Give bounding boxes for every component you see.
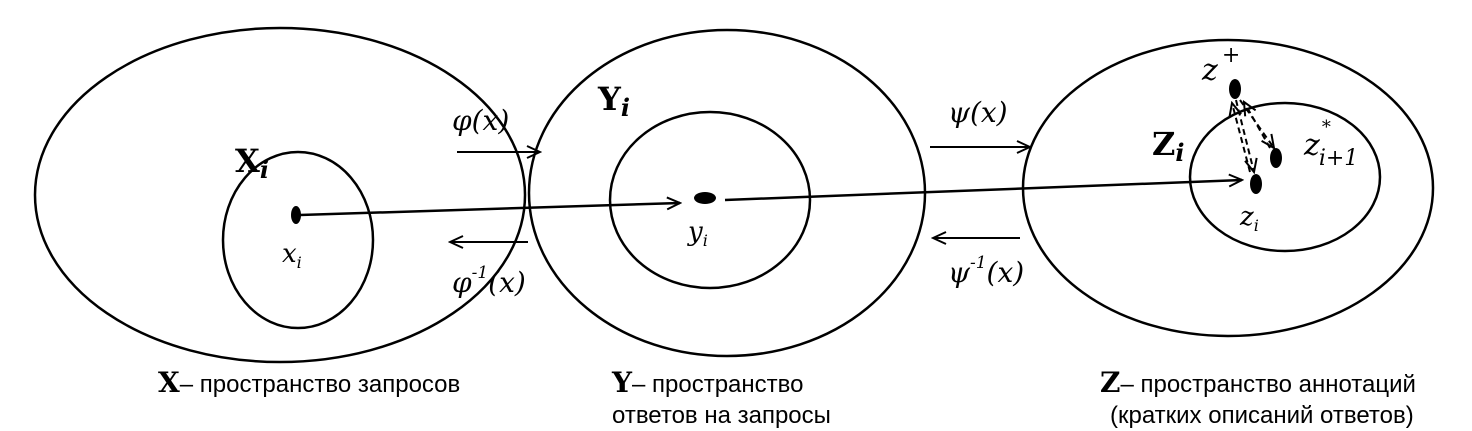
arrow-yi-to-zi — [724, 180, 1242, 202]
space-x-ellipse — [33, 26, 527, 364]
caption-y-line2: ответов на запросы — [612, 402, 831, 429]
subset-xi-label: Xi — [235, 142, 269, 184]
point-zi — [1250, 174, 1262, 194]
subset-zi-circle — [1188, 101, 1382, 253]
point-z-next-label: z*i+1 — [1303, 117, 1358, 171]
point-z-plus — [1229, 79, 1241, 99]
arrow-xi-to-yi — [299, 203, 680, 217]
dashed-arrow-znext-to-zplus — [1244, 102, 1271, 149]
point-zi-label: zi — [1239, 202, 1259, 235]
caption-z-line2: (кратких описаний ответов) — [1110, 402, 1414, 429]
subset-yi-circle — [608, 110, 812, 290]
psi-label: ψ(x) — [948, 96, 1008, 129]
dashed-arrow-zi-to-zplus — [1232, 103, 1251, 173]
psi-inverse-label: ψ-1(x) — [948, 253, 1024, 289]
caption-x: X– пространство запросов — [158, 366, 460, 399]
caption-z-line1: Z– пространство аннотаций — [1100, 366, 1416, 399]
point-z-next — [1270, 148, 1282, 168]
point-yi — [694, 192, 716, 204]
point-z-plus-label: z+ — [1201, 43, 1240, 88]
point-yi-label: yi — [687, 217, 708, 250]
subset-zi-label: Zi — [1152, 125, 1184, 167]
space-z-ellipse — [1021, 38, 1435, 338]
point-xi — [291, 206, 301, 224]
space-y-ellipse — [527, 28, 927, 358]
phi-label: φ(x) — [452, 104, 509, 137]
caption-y-line1: Y– пространство — [611, 366, 803, 399]
point-xi-label: xi — [282, 239, 302, 272]
subset-xi-circle — [221, 150, 375, 330]
subset-yi-label: Yi — [597, 80, 630, 122]
phi-inverse-label: φ-1(x) — [452, 263, 526, 299]
